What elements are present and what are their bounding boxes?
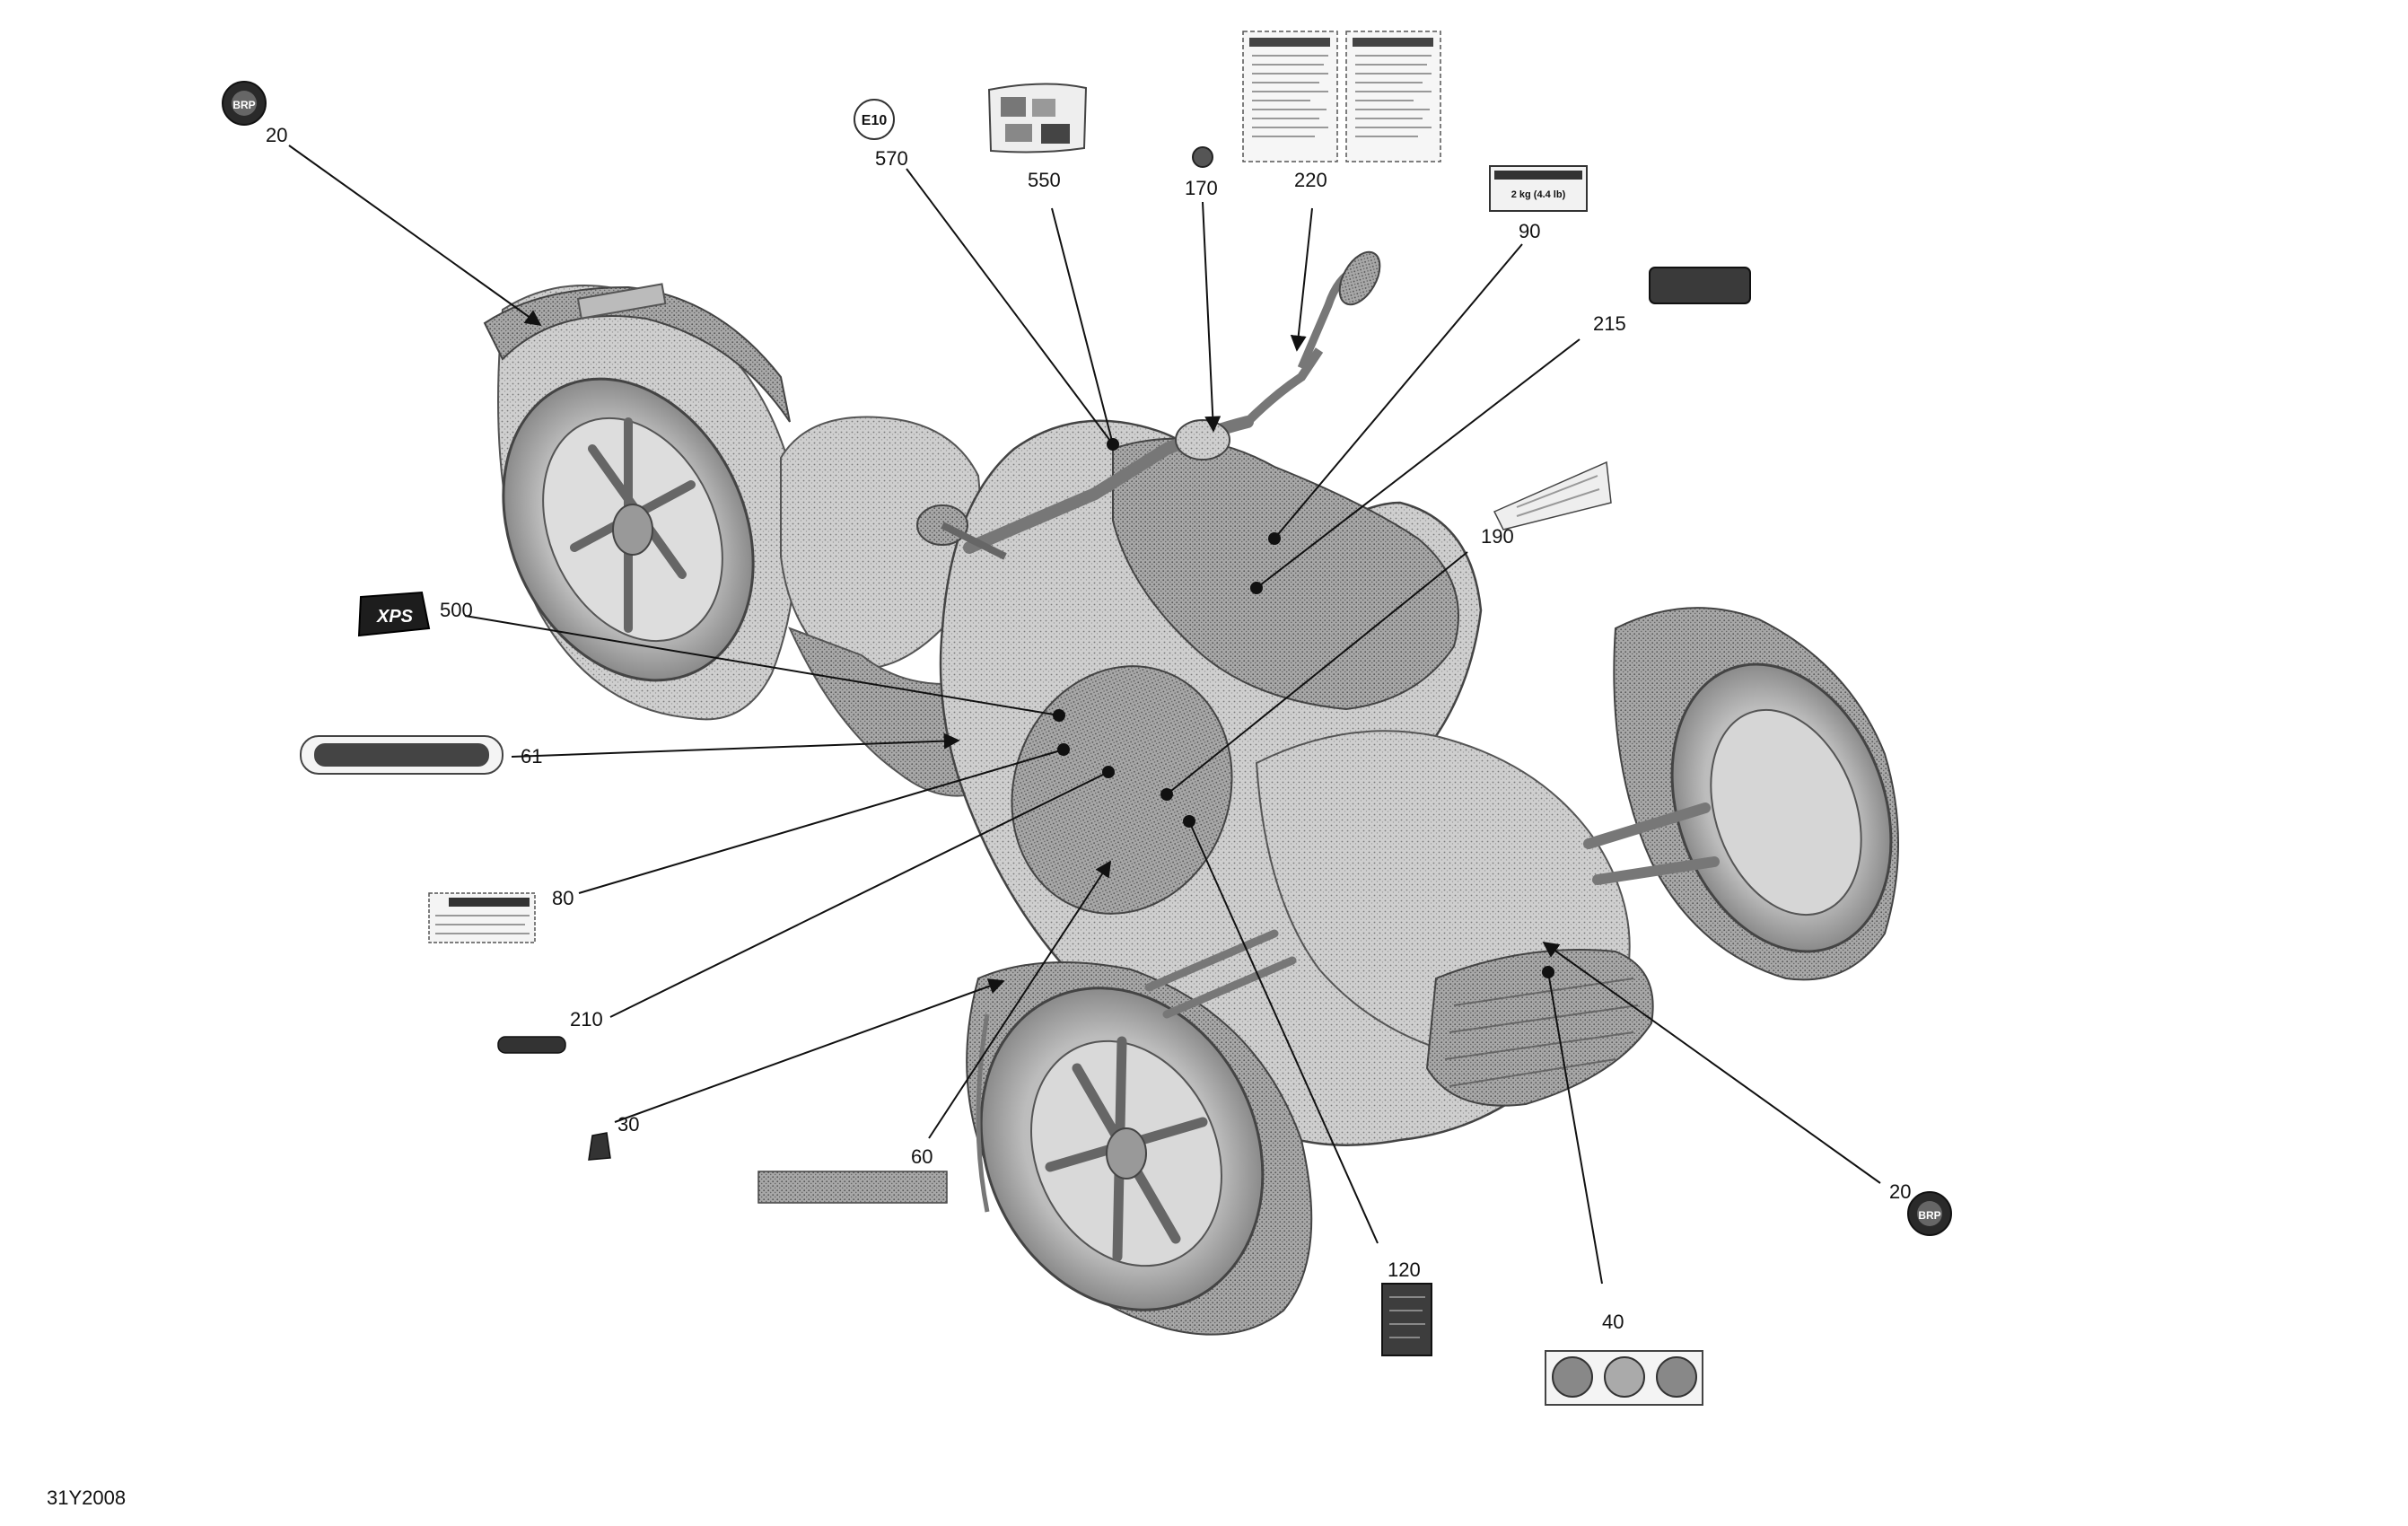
main-body: [939, 419, 1654, 1146]
callout-210: 210: [570, 1008, 603, 1030]
callout-60: 60: [911, 1145, 933, 1168]
decal-61-side-nameplate: [300, 735, 503, 775]
anchor-dot: [1250, 582, 1263, 594]
callout-80: 80: [552, 887, 574, 909]
leader-550: [1051, 207, 1114, 445]
leader-40: [1547, 971, 1603, 1285]
decal-190-label: [1493, 460, 1612, 531]
decal-30-valve-icon: [588, 1132, 611, 1161]
decal-90-capacity-warning: 2 kg (4.4 lb): [1489, 165, 1588, 212]
callout-30: 30: [617, 1113, 639, 1136]
brp-logo-text: BRP: [232, 99, 255, 111]
callout-220: 220: [1294, 169, 1327, 191]
e10-label: E10: [862, 113, 888, 128]
rear-wheel: [483, 283, 797, 721]
leader-170: [1202, 201, 1222, 433]
decal-170-small-logo: [1192, 146, 1213, 168]
decal-210-small-dark: [497, 1036, 566, 1054]
front-left-wheel: [966, 929, 1313, 1336]
callout-550: 550: [1028, 169, 1061, 191]
callout-labels: 20 570 550 170 220 90 215 190 500 61 80 …: [266, 124, 1911, 1333]
callout-190: 190: [1481, 525, 1514, 548]
figure-id: 31Y2008: [47, 1487, 127, 1509]
leader-210: [609, 771, 1109, 1018]
leader-570: [906, 168, 1114, 445]
xps-logo-text: XPS: [376, 607, 414, 627]
callout-215: 215: [1593, 312, 1626, 335]
callout-90: 90: [1519, 220, 1540, 242]
decal-120-tag: [1381, 1283, 1432, 1356]
callout-170: 170: [1185, 177, 1218, 199]
leader-60: [928, 860, 1111, 1139]
decal-80-info-label: [428, 892, 536, 943]
decal-60-strip: [757, 1171, 948, 1204]
callout-570: 570: [875, 147, 908, 170]
decal-brp-logo-bottom: BRP: [1907, 1191, 1952, 1236]
seat: [780, 416, 989, 797]
callout-500: 500: [440, 599, 473, 621]
leader-30: [614, 978, 1005, 1123]
anchor-dot: [1542, 966, 1554, 978]
front-right-wheel: [1583, 607, 1899, 981]
anchor-dot: [1107, 438, 1119, 451]
leader-80: [578, 749, 1064, 894]
anchor-dot: [1268, 532, 1281, 545]
anchor-dot: [1183, 815, 1195, 828]
leader-500: [464, 615, 1060, 716]
anchor-dot: [1160, 788, 1173, 801]
leader-120: [1188, 820, 1379, 1244]
decal-500-xps: XPS: [357, 591, 431, 637]
anchor-dot: [1053, 709, 1065, 722]
leader-61: [511, 732, 960, 758]
anchor-dot: [1057, 743, 1070, 756]
decal-215-dark-plate: [1649, 267, 1751, 304]
callout-20-bottom: 20: [1889, 1180, 1911, 1203]
callout-20-top: 20: [266, 124, 287, 146]
capacity-text: 2 kg (4.4 lb): [1511, 189, 1566, 200]
brp-logo-text-2: BRP: [1918, 1209, 1940, 1222]
leader-215: [1256, 338, 1581, 589]
leader-220: [1290, 207, 1313, 352]
leader-190: [1166, 551, 1468, 795]
leader-90: [1274, 243, 1523, 539]
decal-e10-icon: E10: [854, 99, 895, 140]
vehicle-illustration: [483, 250, 1899, 1336]
anchor-dot: [1102, 766, 1115, 778]
decal-550-safety-pictograms: [987, 83, 1088, 153]
callout-61: 61: [521, 745, 542, 767]
anchor-dots: [1053, 438, 1554, 978]
leader-lines: [288, 145, 1881, 1285]
callout-40: 40: [1602, 1311, 1624, 1333]
decal-40-pictogram-strip: [1545, 1350, 1703, 1406]
leader-20-top: [288, 145, 542, 327]
callout-120: 120: [1388, 1259, 1421, 1281]
leader-20-bottom: [1542, 941, 1881, 1184]
decal-220-instruction-sheets: [1242, 31, 1441, 162]
decal-brp-logo-top: BRP: [222, 81, 267, 126]
